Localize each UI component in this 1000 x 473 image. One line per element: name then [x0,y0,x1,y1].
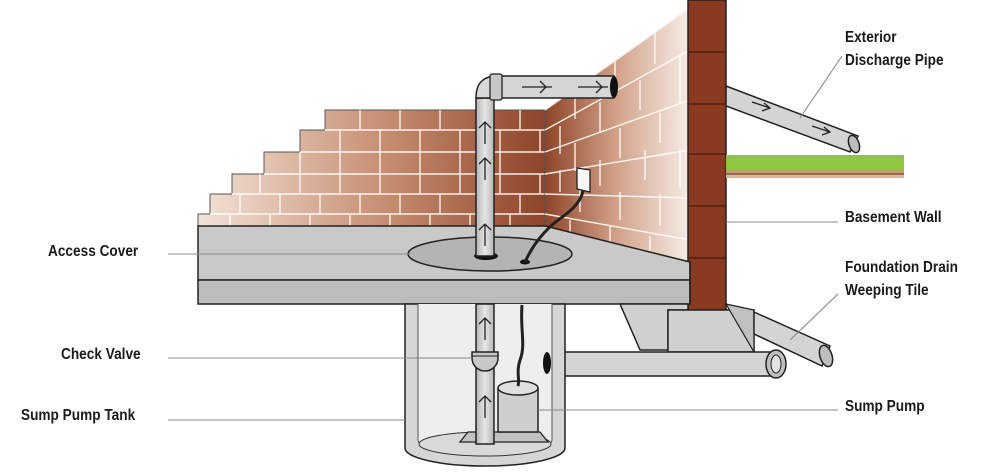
leader-foundation-drain [789,293,839,341]
basement-wall-column [687,0,727,311]
discharge-pipe-lower [475,303,495,445]
electrical-outlet [576,167,591,193]
power-cord [523,181,585,263]
foundation-drain-pipe [561,310,834,379]
leader-exterior-discharge [799,55,843,119]
label-basement-wall: Basement Wall [845,209,942,226]
label-foundation-drain-line2: Weeping Tile [845,282,929,299]
check-valve [471,351,499,372]
side-brick-wall [544,7,691,263]
discharge-pipe-upper [475,73,618,257]
label-access-cover: Access Cover [48,243,139,260]
ground-surface [726,155,904,178]
foundation-footing [618,303,755,355]
exterior-discharge-pipe [725,84,861,154]
label-check-valve: Check Valve [61,346,141,363]
label-exterior-discharge-line2: Discharge Pipe [845,52,944,69]
label-foundation-drain-line1: Foundation Drain [845,259,958,276]
label-sump-pump-tank: Sump Pump Tank [21,407,136,424]
basement-floor-slab [197,225,691,305]
back-brick-wall [197,109,546,227]
label-exterior-discharge-line1: Exterior [845,29,897,46]
leader-lines [168,55,843,421]
label-sump-pump: Sump Pump [845,398,925,415]
